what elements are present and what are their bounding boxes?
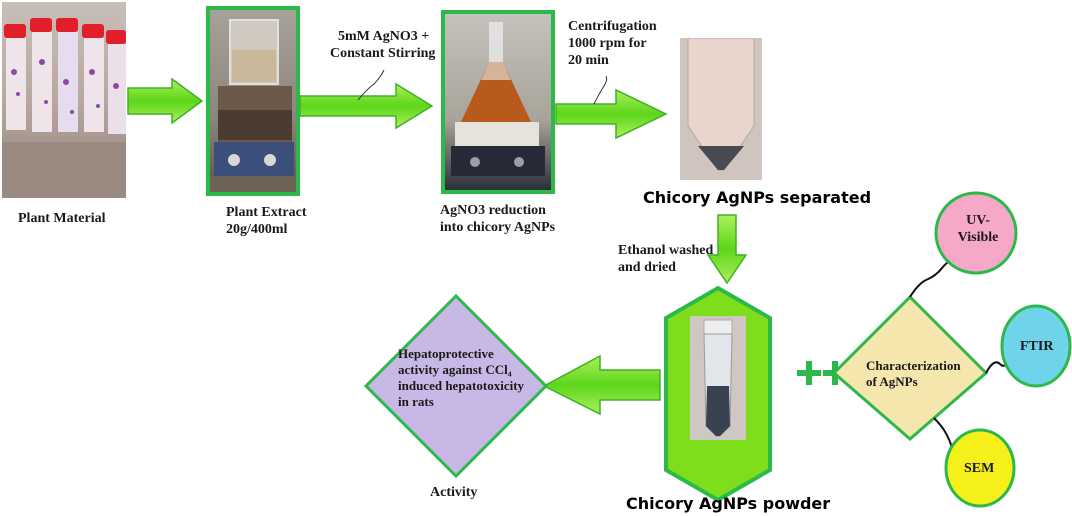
hepato-line3: induced hepatotoxicity <box>398 378 525 393</box>
sample-jars-icon <box>2 18 126 198</box>
agno3-label: 5mM AgNO3 + Constant Stirring <box>330 28 435 62</box>
centrifugation-label: Centrifugation 1000 rpm for 20 min <box>568 18 657 69</box>
annotation-curl-centrifuge <box>593 75 608 105</box>
plant-extract-line1: Plant Extract <box>226 205 307 220</box>
reduction-label: AgNO3 reduction into chicory AgNPs <box>440 202 555 236</box>
plant-extract-line2: 20g/400ml <box>226 222 288 237</box>
plant-extract-photo <box>206 6 300 196</box>
centrifugation-line1: Centrifugation <box>568 19 657 34</box>
characterization-diamond <box>831 294 989 441</box>
arrow-right-2 <box>299 82 434 130</box>
connector-sem <box>933 417 953 449</box>
erlenmeyer-flask-icon <box>451 22 545 176</box>
characterization-text: Characterization of AgNPs <box>866 358 961 390</box>
ethanol-line1: Ethanol washed <box>618 243 714 258</box>
hepato-line4: in rats <box>398 394 434 409</box>
powder-tube-icon <box>690 316 746 440</box>
separated-label: Chicory AgNPs separated <box>643 188 872 207</box>
plant-material-photo <box>2 2 126 198</box>
plant-material-label: Plant Material <box>18 211 106 226</box>
hepato-line1: Hepatoprotective <box>398 346 494 361</box>
centrifuge-tube-icon <box>680 38 762 180</box>
hepato-diamond <box>363 293 549 479</box>
characterization-line2: of AgNPs <box>866 374 918 389</box>
sem-circle <box>944 428 1016 508</box>
hepato-text: Hepatoprotective activity against CCl₄ i… <box>398 346 524 410</box>
centrifuge-tube-photo <box>680 38 762 180</box>
centrifugation-line2: 1000 rpm for <box>568 36 647 51</box>
ethanol-label: Ethanol washed and dried <box>618 242 713 276</box>
uv-visible-circle <box>934 191 1018 275</box>
reduction-line1: AgNO3 reduction <box>440 203 546 218</box>
uv-line2: Visible <box>957 230 999 245</box>
arrow-right-3 <box>555 88 668 140</box>
reduction-line2: into chicory AgNPs <box>440 220 556 235</box>
uv-line1: UV- <box>966 213 990 228</box>
agno3-line1: 5mM AgNO3 + <box>338 29 430 44</box>
ftir-label: FTIR <box>1020 339 1054 354</box>
powder-label: Chicory AgNPs powder <box>626 494 831 513</box>
agno3-line2: Constant Stirring <box>330 46 436 61</box>
reduction-flask-photo <box>441 10 555 194</box>
hepato-line2: activity against CCl₄ <box>398 362 512 377</box>
arrow-right-1 <box>127 77 204 125</box>
sem-label: SEM <box>964 461 995 476</box>
plant-extract-label: Plant Extract 20g/400ml <box>226 204 306 238</box>
activity-label: Activity <box>430 485 478 500</box>
characterization-line1: Characterization <box>866 358 961 373</box>
arrow-down <box>706 214 748 285</box>
arrow-left <box>542 354 661 416</box>
beaker-hotplate-icon <box>210 19 296 192</box>
ftir-circle <box>1000 304 1072 388</box>
annotation-curl-agno3 <box>357 69 385 101</box>
centrifugation-line3: 20 min <box>568 53 609 68</box>
powder-tube-photo <box>690 316 746 440</box>
ethanol-line2: and dried <box>618 260 676 275</box>
uv-visible-label: UV- Visible <box>950 212 1006 246</box>
